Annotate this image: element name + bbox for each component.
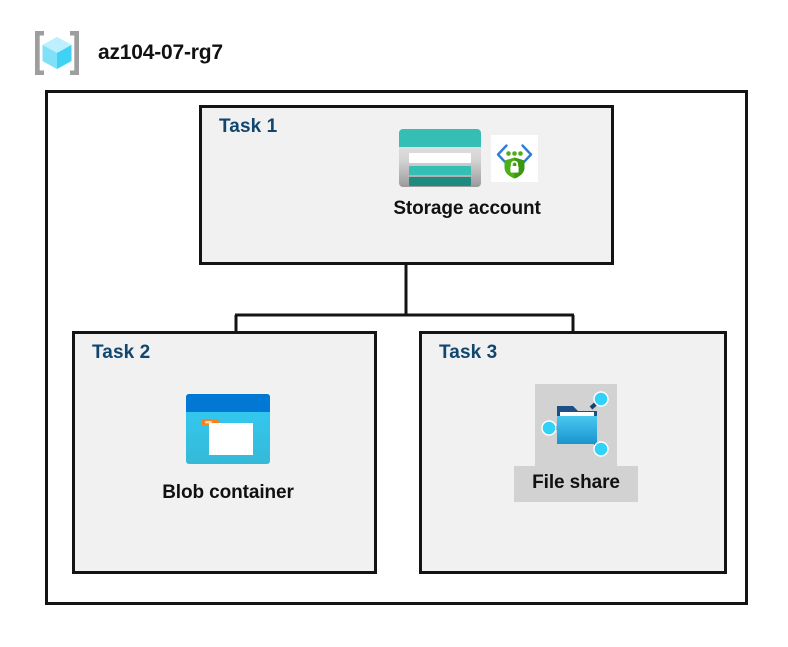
- file-share-caption-highlight: File share: [514, 466, 638, 502]
- task-1-box: Task 1: [199, 105, 614, 265]
- task-3-label: Task 3: [439, 342, 498, 363]
- resource-group-cube-icon: [35, 31, 79, 75]
- file-share-icon: [541, 391, 609, 457]
- blob-container-icon: [186, 394, 270, 464]
- task-3-box: Task 3: [419, 331, 727, 574]
- storage-account-caption: Storage account: [393, 198, 541, 219]
- storage-account-icon-group: [397, 124, 538, 192]
- file-share-icon-highlight: [535, 384, 617, 466]
- storage-account-icon: [398, 129, 481, 187]
- blob-container-node[interactable]: Blob container: [118, 392, 338, 504]
- task-2-box: Task 2 Blob container: [72, 331, 377, 574]
- file-share-caption: File share: [532, 472, 620, 493]
- resource-group-header: az104-07-rg7: [30, 28, 223, 78]
- blob-container-caption: Blob container: [162, 482, 294, 503]
- task-1-label: Task 1: [219, 116, 278, 137]
- secure-endpoint-icon: [490, 134, 538, 182]
- task-2-label: Task 2: [92, 342, 151, 363]
- storage-account-node[interactable]: Storage account: [352, 124, 582, 220]
- resource-group-title: az104-07-rg7: [98, 41, 223, 64]
- file-share-node[interactable]: File share: [510, 384, 642, 502]
